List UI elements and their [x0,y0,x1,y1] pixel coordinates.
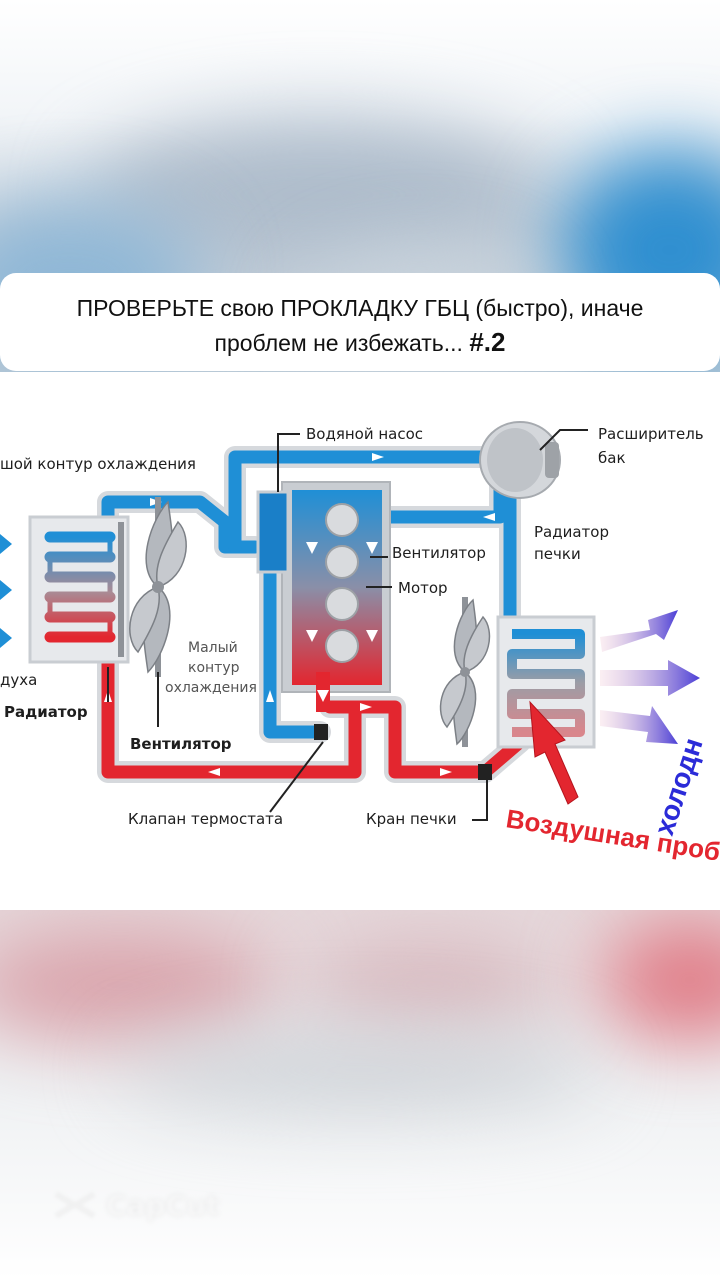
caption-line-1: ПРОВЕРЬТЕ свою ПРОКЛАДКУ ГБЦ (быстро), и… [76,295,644,321]
caption-tag: #.2 [469,327,506,357]
main-radiator [28,515,130,664]
main-fan [129,497,187,677]
label-small-circuit-3: охлаждения [165,680,257,696]
label-water-pump: Водяной насос [306,425,423,443]
heater-valve [478,764,492,780]
pipes [97,446,531,783]
label-air: духа [0,671,37,689]
air-lock-pointer-arrow [529,700,579,805]
label-motor: Мотор [398,579,448,597]
engine-block [256,481,391,740]
air-in-arrows [0,534,12,648]
air-out-arrows [600,610,700,744]
cooling-system-diagram: Водяной насос Расширитель бак шой контур… [0,372,720,910]
label-radiator: Радиатор [4,703,88,721]
capcut-watermark: CapCut [52,1185,219,1225]
flow-arrows [104,453,495,776]
label-expansion-tank-2: бак [598,449,626,467]
watermark-text: CapCut [106,1188,220,1222]
capcut-logo-icon [54,1191,96,1219]
label-thermostat: Клапан термостата [128,810,283,828]
label-cold: холодн [648,734,708,839]
caption-line-2-text: проблем не избежать... [214,330,463,356]
expansion-tank [479,421,561,499]
heater-fan [439,597,491,747]
leader-lines [107,429,588,821]
caption-box: ПРОВЕРЬТЕ свою ПРОКЛАДКУ ГБЦ (быстро), и… [0,273,720,371]
label-big-circuit: шой контур охлаждения [0,455,196,473]
caption-line-2: проблем не избежать... #.2 [14,325,706,360]
label-small-circuit-1: Малый [188,640,238,656]
diagram-svg: Водяной насос Расширитель бак шой контур… [0,421,720,867]
label-heater-radiator-1: Радиатор [534,523,609,541]
blurred-background-bottom [0,910,720,1280]
label-small-circuit-2: контур [188,660,240,676]
label-heater-valve: Кран печки [366,810,457,828]
label-expansion-tank-1: Расширитель [598,425,704,443]
label-air-lock: Воздушная проб [504,803,720,866]
label-fan: Вентилятор [130,735,232,753]
label-heater-radiator-2: печки [534,545,581,563]
label-fan-inner: Вентилятор [392,544,486,562]
